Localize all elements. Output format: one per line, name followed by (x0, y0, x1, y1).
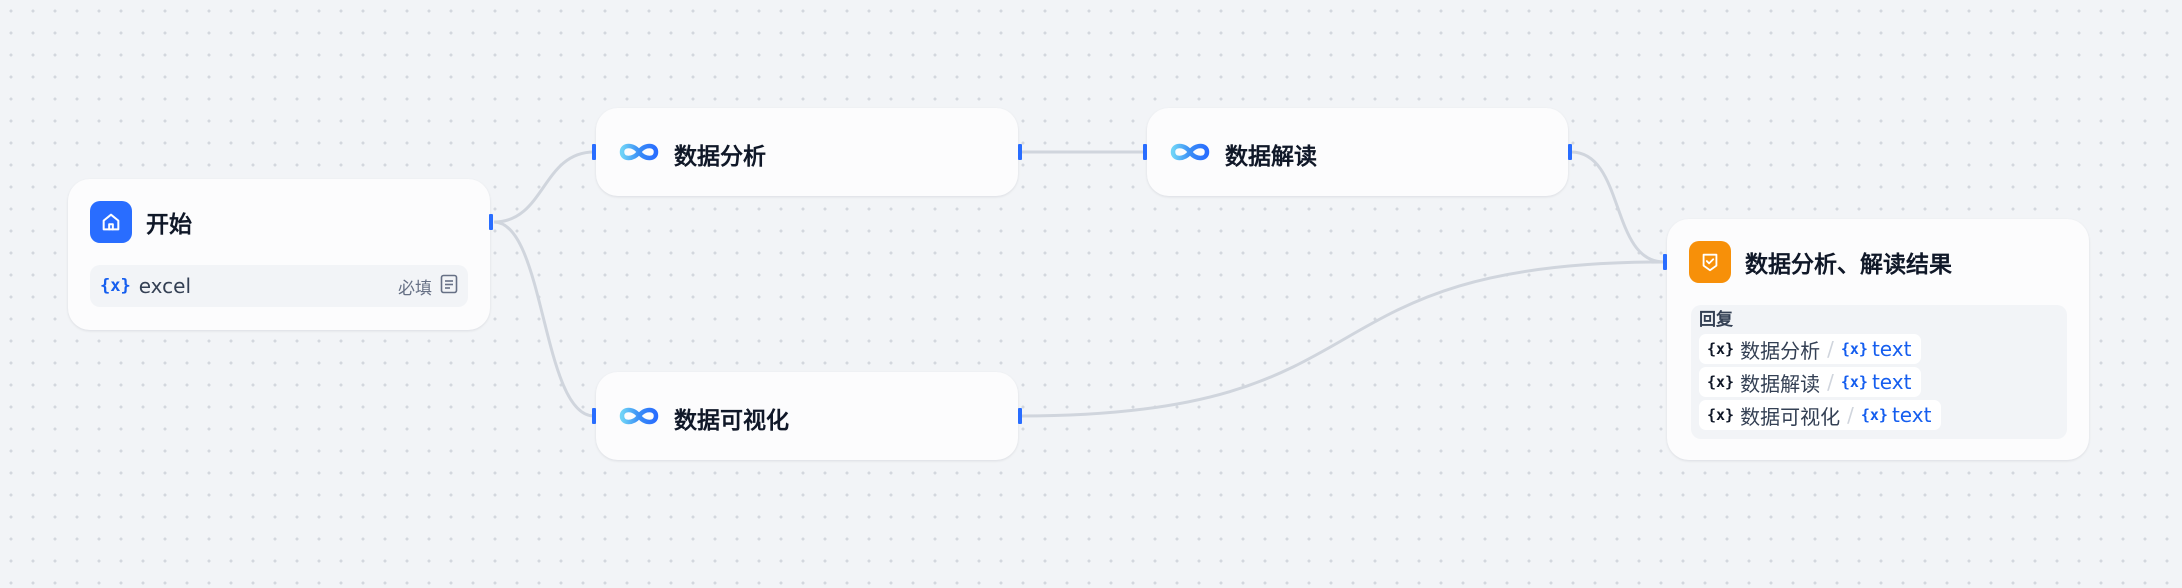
edge-visualize-answer (1020, 260, 1665, 418)
node-visualize-input-handle[interactable] (592, 408, 596, 424)
reference-node-name: 数据可视化 (1740, 404, 1841, 429)
edge-interpret-answer (1570, 150, 1665, 264)
variable-icon: {x} (1707, 340, 1735, 358)
reply-reference: {x} 数据分析 / {x} text (1699, 334, 1922, 364)
variable-icon: {x} (1707, 406, 1735, 424)
reply-reference: {x} 数据解读 / {x} text (1699, 367, 1922, 397)
reference-separator: / (1847, 403, 1854, 427)
required-label: 必填 (398, 278, 432, 299)
reply-box[interactable]: 回复 {x} 数据分析 / {x} text {x} 数据解读 / {x} te… (1691, 305, 2067, 439)
infinity-llm-icon (1169, 131, 1211, 177)
node-analysis-output-handle[interactable] (1018, 144, 1022, 160)
node-start-header: 开始 (90, 201, 192, 243)
variable-icon: {x} (1840, 373, 1868, 391)
node-visualize-title: 数据可视化 (674, 408, 789, 434)
infinity-llm-icon (618, 395, 660, 441)
home-icon (90, 201, 132, 243)
start-variable-row[interactable]: {x} excel 必填 (90, 265, 468, 307)
node-interpret-header: 数据解读 (1169, 131, 1317, 177)
reference-variable-name: text (1871, 337, 1912, 361)
reference-variable-name: text (1891, 403, 1932, 427)
node-start-output-handle[interactable] (489, 214, 493, 230)
edge-start-visualize (493, 220, 595, 418)
variable-icon: {x} (100, 276, 131, 296)
variable-icon: {x} (1860, 406, 1888, 424)
node-analysis-input-handle[interactable] (592, 144, 596, 160)
reply-reference: {x} 数据可视化 / {x} text (1699, 400, 1942, 430)
node-start-title: 开始 (146, 212, 192, 238)
node-interpret-input-handle[interactable] (1143, 144, 1147, 160)
reference-separator: / (1827, 337, 1834, 361)
reply-label: 回复 (1699, 310, 1733, 330)
node-analysis-header: 数据分析 (618, 131, 766, 177)
variable-icon: {x} (1707, 373, 1735, 391)
document-icon (440, 274, 458, 298)
infinity-llm-icon (618, 131, 660, 177)
node-answer-input-handle[interactable] (1663, 254, 1667, 270)
reference-node-name: 数据分析 (1740, 338, 1821, 363)
node-answer[interactable]: 数据分析、解读结果 回复 {x} 数据分析 / {x} text {x} 数据解… (1663, 219, 2089, 460)
node-analysis-title: 数据分析 (674, 144, 766, 170)
answer-check-icon (1689, 241, 1731, 283)
node-interpret-output-handle[interactable] (1568, 144, 1572, 160)
node-answer-header: 数据分析、解读结果 (1689, 241, 1952, 283)
edge-start-analysis (493, 150, 595, 224)
node-interpret-title: 数据解读 (1225, 144, 1317, 170)
node-visualize[interactable]: 数据可视化 (592, 372, 1022, 460)
variable-icon: {x} (1840, 340, 1868, 358)
reference-variable-name: text (1871, 370, 1912, 394)
reference-separator: / (1827, 370, 1834, 394)
node-start[interactable]: 开始 {x} excel 必填 (68, 179, 493, 330)
node-visualize-header: 数据可视化 (618, 395, 789, 441)
node-visualize-output-handle[interactable] (1018, 408, 1022, 424)
node-answer-title: 数据分析、解读结果 (1745, 252, 1952, 278)
node-analysis[interactable]: 数据分析 (592, 108, 1022, 196)
node-interpret[interactable]: 数据解读 (1143, 108, 1572, 196)
variable-name: excel (138, 274, 192, 298)
reference-node-name: 数据解读 (1740, 371, 1821, 396)
